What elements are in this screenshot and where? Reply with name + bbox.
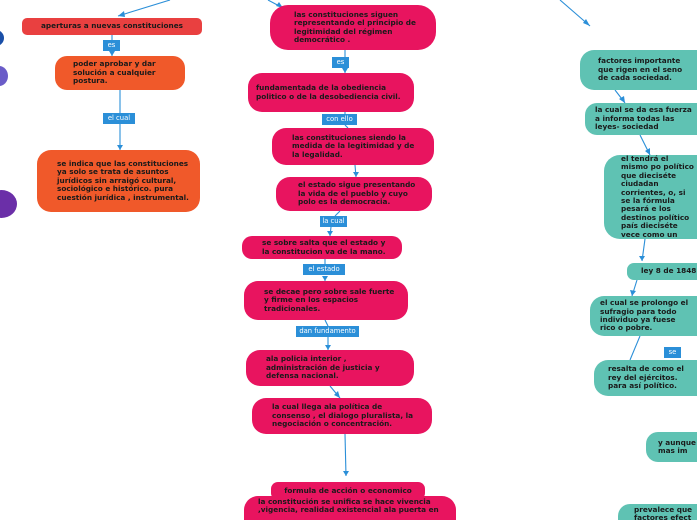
center-node-8[interactable]: la cual llega ala política de consenso ,… [252, 398, 432, 434]
left-node-2[interactable]: poder aprobar y dar solución a cualquier… [55, 56, 185, 90]
left-node-3-text: se indica que las constituciones ya solo… [57, 158, 189, 202]
right-node-4[interactable]: ley 8 de 1848 [627, 263, 697, 280]
left-label-es: es [103, 40, 120, 51]
center-label-con-ello: con ello [322, 114, 357, 125]
right-node-8-text: prevalece que factores efect [634, 505, 693, 520]
center-node-3-text: las constituciones siendo la medida de l… [292, 132, 415, 159]
center-node-9-text: formula de acción o economico [284, 485, 412, 495]
center-label-la-cual: la cual [320, 216, 347, 227]
left-title-text: aperturas a nuevas constituciones [40, 21, 184, 31]
right-node-7-text: y aunque mas im [658, 437, 696, 455]
center-node-8-text: la cual llega ala política de consenso ,… [272, 402, 414, 429]
edge-node-purple [0, 190, 17, 218]
edge-node-blue [0, 30, 4, 46]
center-node-4[interactable]: el estado sigue presentando la vida de e… [276, 177, 432, 211]
center-node-6[interactable]: se decae pero sobre sale fuerte y firme … [244, 281, 408, 320]
right-label-se: se [664, 347, 681, 358]
right-node-3[interactable]: la cual se resalta el tendrá el mismo po… [604, 155, 697, 239]
center-node-7-text: ala policia interior , administración de… [266, 354, 380, 381]
center-node-5-text: se sobre salta que el estado y la consti… [262, 238, 386, 256]
center-node-1[interactable]: las constituciones siguen representando … [270, 5, 436, 50]
left-node-2-text: poder aprobar y dar solución a cualquier… [73, 59, 156, 86]
center-node-10-text: la constitución se unifica se hace viven… [258, 497, 439, 515]
center-node-10[interactable]: la constitución se unifica se hace viven… [244, 496, 456, 520]
center-node-5[interactable]: se sobre salta que el estado y la consti… [242, 236, 402, 259]
left-title-node[interactable]: aperturas a nuevas constituciones [22, 18, 202, 35]
center-node-9[interactable]: formula de acción o economico [271, 482, 425, 500]
right-node-5-text: el cual se prolongo el sufragio para tod… [600, 298, 689, 333]
right-node-2[interactable]: la cual se da esa fuerza a informa todas… [585, 103, 697, 135]
center-node-1-text: las constituciones siguen representando … [294, 9, 416, 44]
center-node-2[interactable]: fundamentada de la obediencia politico o… [248, 73, 414, 112]
center-label-es: es [332, 57, 349, 68]
right-node-1[interactable]: factores importante que rigen en el seno… [580, 50, 697, 90]
right-node-2-text: la cual se da esa fuerza a informa todas… [595, 105, 692, 132]
center-node-2-text: fundamentada de la obediencia politico o… [256, 83, 401, 101]
right-node-6-text: resalta de como el rey del ejércitos. pa… [608, 364, 684, 391]
center-node-6-text: se decae pero sobre sale fuerte y firme … [264, 286, 395, 313]
right-node-5[interactable]: el cual se prolongo el sufragio para tod… [590, 296, 697, 336]
center-node-4-text: el estado sigue presentando la vida de e… [298, 180, 416, 207]
center-node-3[interactable]: las constituciones siendo la medida de l… [272, 128, 434, 165]
left-node-3[interactable]: se indica que las constituciones ya solo… [37, 150, 200, 212]
right-node-4-text: ley 8 de 1848 [641, 266, 697, 276]
edge-node-violet [0, 66, 8, 86]
right-node-3-text: la cual se resalta el tendrá el mismo po… [621, 155, 694, 239]
right-node-8[interactable]: prevalece que factores efect [618, 504, 697, 520]
center-label-el-estado: el estado [303, 264, 345, 275]
right-node-6[interactable]: resalta de como el rey del ejércitos. pa… [594, 360, 697, 396]
right-node-1-text: factores importante que rigen en el seno… [598, 56, 683, 83]
left-label-el-cual: el cual [103, 113, 135, 124]
right-node-7[interactable]: y aunque mas im [646, 432, 697, 462]
center-node-7[interactable]: ala policia interior , administración de… [246, 350, 414, 386]
center-label-dan-fundamento: dan fundamento [296, 326, 359, 337]
